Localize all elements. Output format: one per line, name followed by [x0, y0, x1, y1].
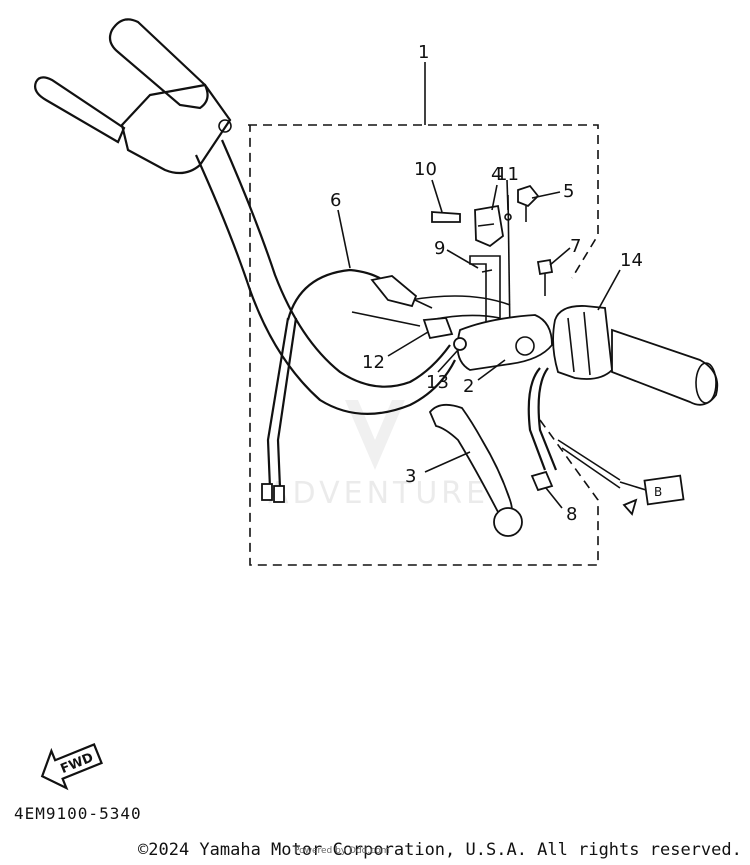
callout-2: 2	[463, 376, 474, 397]
copyright-notice: ©2024 Yamaha Motor Corporation, U.S.A. A…	[138, 840, 742, 860]
callout-13: 13	[426, 372, 449, 393]
left-grip-assembly	[34, 18, 232, 175]
callout-1: 1	[418, 42, 429, 63]
connector-label: B	[654, 485, 662, 499]
handlebar-tube	[194, 139, 511, 415]
part-4-switch	[431, 194, 512, 337]
switch-wire: B	[527, 367, 685, 516]
part-5-7-bolts	[517, 184, 554, 296]
part-14-right-grip	[552, 305, 719, 406]
callout-9: 9	[434, 238, 445, 259]
part-3-lever	[428, 403, 523, 537]
callout-7: 7	[570, 236, 581, 257]
copyright-overlay-text: Powered by Ddd.com	[294, 846, 390, 856]
diagram-code: 4EM9100-5340	[14, 804, 142, 823]
callout-11: 11	[496, 164, 519, 185]
watermark-logo: ADVENTURE	[268, 400, 489, 511]
part-6-cable	[261, 268, 433, 503]
callout-6: 6	[330, 190, 341, 211]
callout-10: 10	[414, 159, 437, 180]
callout-5: 5	[563, 181, 574, 202]
callout-3: 3	[405, 466, 416, 487]
leader-lines	[337, 62, 621, 509]
callout-labels: 1 2 3 4 5 6 7 8 9 10 11 12 13 14	[330, 42, 643, 525]
watermark-text: ADVENTURE	[268, 476, 489, 511]
callout-4: 4	[491, 164, 502, 185]
callout-12: 12	[362, 352, 385, 373]
callout-8: 8	[566, 504, 577, 525]
callout-14: 14	[620, 250, 643, 271]
assembly-boundary	[248, 124, 599, 566]
fwd-arrow-icon: FWD	[40, 743, 103, 791]
part-2-lever-bracket	[351, 311, 553, 371]
